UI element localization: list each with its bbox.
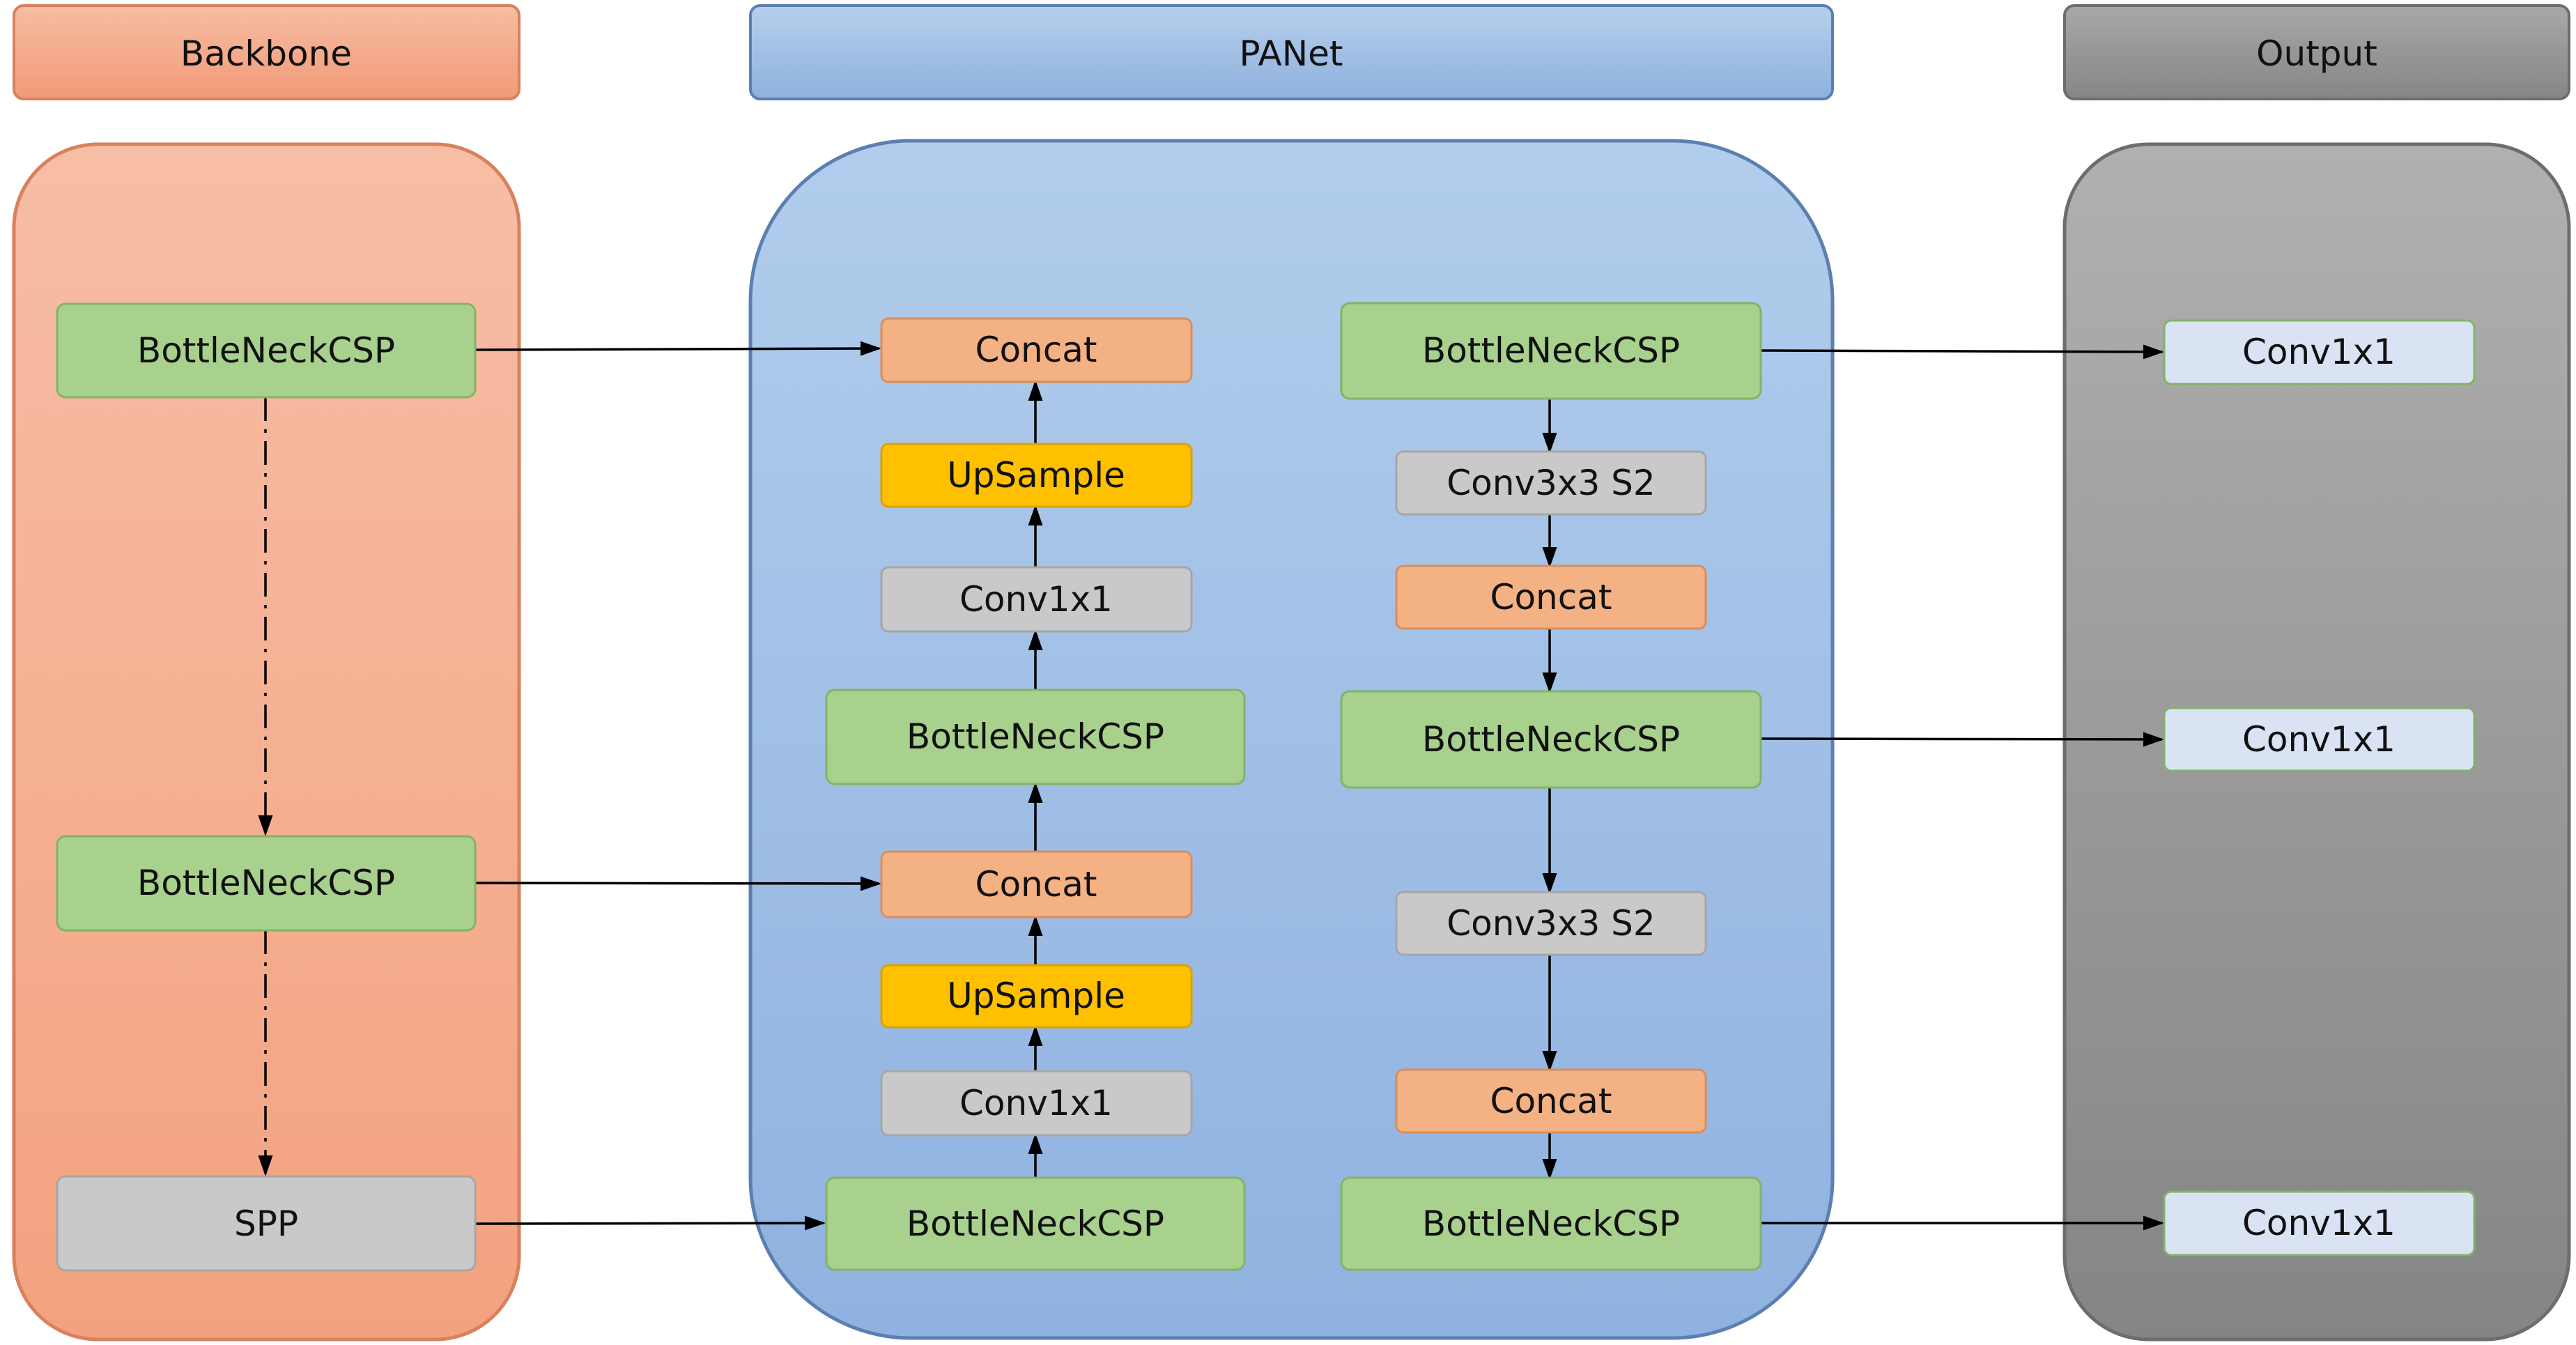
panet-bottleneckcsp-r2: BottleNeckCSP bbox=[1340, 690, 1762, 789]
svg-text:BottleNeckCSP: BottleNeckCSP bbox=[907, 716, 1164, 757]
panet-bottleneckcsp-mid: BottleNeckCSP bbox=[825, 689, 1246, 785]
backbone-spp: SPP bbox=[56, 1175, 477, 1272]
svg-text:BottleNeckCSP: BottleNeckCSP bbox=[137, 330, 395, 371]
svg-text:UpSample: UpSample bbox=[947, 455, 1125, 495]
panet-conv1x1-top: Conv1x1 bbox=[880, 566, 1193, 633]
svg-text:BottleNeckCSP: BottleNeckCSP bbox=[907, 1204, 1164, 1244]
svg-text:BottleNeckCSP: BottleNeckCSP bbox=[1422, 330, 1680, 371]
output-conv1x1-3: Conv1x1 bbox=[2163, 1190, 2476, 1256]
svg-text:Concat: Concat bbox=[975, 864, 1097, 905]
panet-upsample-top: UpSample bbox=[880, 443, 1193, 508]
svg-text:UpSample: UpSample bbox=[947, 976, 1125, 1016]
panet-bottleneckcsp-r1: BottleNeckCSP bbox=[1340, 302, 1762, 400]
svg-text:BottleNeckCSP: BottleNeckCSP bbox=[137, 863, 395, 903]
svg-text:Conv1x1: Conv1x1 bbox=[959, 579, 1113, 620]
svg-text:Conv3x3 S2: Conv3x3 S2 bbox=[1447, 903, 1655, 944]
panet-bottleneckcsp-r3: BottleNeckCSP bbox=[1340, 1176, 1762, 1271]
svg-text:BottleNeckCSP: BottleNeckCSP bbox=[1422, 1204, 1680, 1244]
edge-csp-r1-to-out1 bbox=[1760, 344, 2164, 360]
panet-conv3x3-s2-2: Conv3x3 S2 bbox=[1395, 891, 1707, 956]
output-header: Output bbox=[2063, 4, 2570, 100]
panet-concat-top: Concat bbox=[880, 317, 1193, 383]
panet-upsample-bot: UpSample bbox=[880, 964, 1193, 1029]
panet-header-label: PANet bbox=[1240, 33, 1343, 74]
edge-bb-csp2-to-concat-mid bbox=[475, 876, 881, 891]
output-header-label: Output bbox=[2256, 33, 2377, 74]
backbone-header-label: Backbone bbox=[180, 33, 352, 74]
svg-text:Conv1x1: Conv1x1 bbox=[2242, 332, 2396, 372]
svg-text:Concat: Concat bbox=[1490, 1081, 1612, 1121]
panet-conv3x3-s2-1: Conv3x3 S2 bbox=[1395, 450, 1707, 516]
edge-bb-csp1-to-concat-top bbox=[475, 341, 881, 356]
panet-conv1x1-bot: Conv1x1 bbox=[880, 1070, 1193, 1137]
output-conv1x1-1: Conv1x1 bbox=[2163, 319, 2476, 385]
backbone-header: Backbone bbox=[13, 4, 520, 100]
backbone-panel bbox=[12, 142, 521, 1342]
svg-text:Concat: Concat bbox=[975, 330, 1097, 370]
svg-text:Conv1x1: Conv1x1 bbox=[2242, 1203, 2396, 1243]
output-conv1x1-2: Conv1x1 bbox=[2163, 707, 2476, 772]
backbone-bottleneckcsp-2: BottleNeckCSP bbox=[56, 835, 477, 932]
edge-bb-spp-to-csp-bot bbox=[475, 1215, 826, 1231]
panet-bottleneckcsp-bot: BottleNeckCSP bbox=[825, 1176, 1246, 1271]
panet-header: PANet bbox=[749, 4, 1834, 100]
panet-concat-r2: Concat bbox=[1395, 1068, 1707, 1134]
svg-text:Conv3x3 S2: Conv3x3 S2 bbox=[1447, 463, 1655, 503]
panet-concat-mid: Concat bbox=[880, 850, 1193, 919]
svg-text:BottleNeckCSP: BottleNeckCSP bbox=[1422, 719, 1680, 760]
svg-text:SPP: SPP bbox=[234, 1204, 298, 1244]
svg-text:Conv1x1: Conv1x1 bbox=[959, 1083, 1113, 1123]
panet-concat-r1: Concat bbox=[1395, 564, 1707, 630]
svg-text:Concat: Concat bbox=[1490, 577, 1612, 617]
backbone-bottleneckcsp-1: BottleNeckCSP bbox=[56, 302, 477, 399]
svg-text:Conv1x1: Conv1x1 bbox=[2242, 719, 2396, 760]
